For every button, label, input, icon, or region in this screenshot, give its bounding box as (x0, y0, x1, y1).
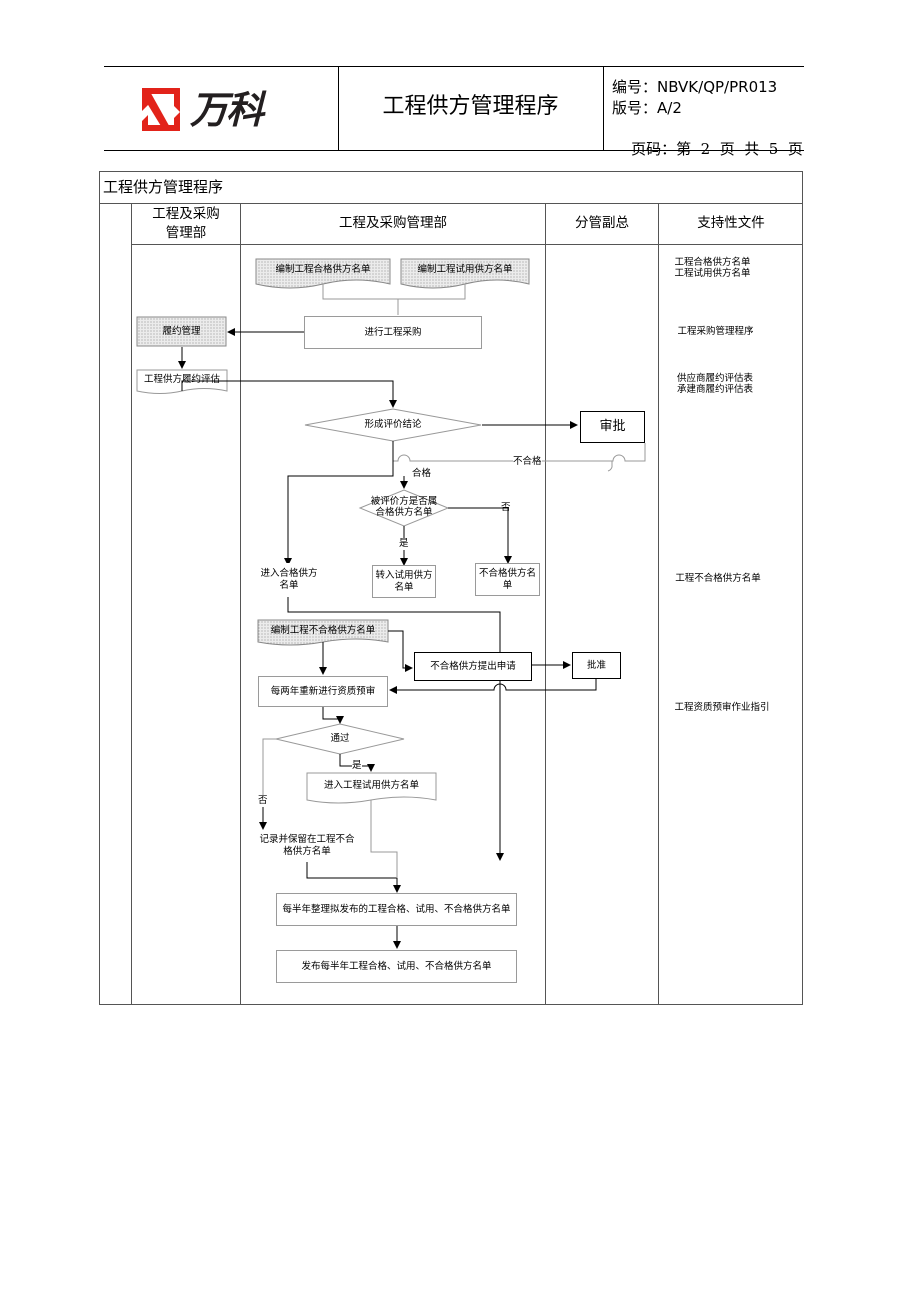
section-title: 工程供方管理程序 (103, 178, 224, 196)
qualified-label: 合格 (412, 468, 432, 480)
unqualified-label: 不合格 (513, 456, 542, 468)
enter-qualified-box: 进入合格供方 名单 (257, 563, 321, 597)
half-year-compile-box: 每半年整理拟发布的工程合格、试用、不合格供方名单 (276, 893, 517, 926)
contract-eval-label: 工程供方履约评估 (143, 374, 220, 385)
no-label: 否 (501, 502, 511, 513)
support-doc-unqualified: 工程不合格供方名单 (675, 573, 761, 584)
doc-qualified-shape (255, 258, 391, 289)
support-doc-lists: 工程合格供方名单 工程试用供方名单 (674, 257, 751, 279)
doc-trial-shape (400, 258, 530, 289)
pass-label: 通过 (330, 733, 350, 744)
enter-trial-label: 进入工程试用供方名单 (323, 780, 419, 791)
doc-trial-label: 编制工程试用供方名单 (417, 264, 513, 275)
column-header-support-docs: 支持性文件 (697, 215, 765, 231)
column-header-vp: 分管副总 (575, 215, 629, 231)
ratify-box: 批准 (572, 652, 621, 679)
version-number: 版号：A/2 (612, 99, 682, 117)
vanke-logo: 万科 (142, 85, 302, 135)
page-label: 页码： (631, 140, 677, 158)
contract-mgmt-label: 履约管理 (162, 326, 201, 337)
contract-mgmt-shape (136, 316, 227, 347)
yes2-label: 是 (352, 760, 362, 772)
procure-box: 进行工程采购 (304, 316, 482, 349)
doc-qualified-label: 编制工程合格供方名单 (275, 264, 371, 275)
doc-unqualified-shape (257, 619, 389, 646)
unqualified-list-box: 不合格供方名 单 (475, 563, 540, 596)
half-year-publish-box: 发布每半年工程合格、试用、不合格供方名单 (276, 950, 517, 983)
form-conclusion-diamond (304, 408, 482, 442)
page-number: 页码：第 2 页 共 5 页 (612, 119, 803, 179)
form-conclusion-label: 形成评价结论 (364, 419, 422, 430)
document-title: 工程供方管理程序 (382, 94, 559, 119)
unqualified-apply-box: 不合格供方提出申请 (414, 652, 532, 681)
support-doc-eval-forms: 供应商履约评估表 承建商履约评估表 (676, 373, 753, 395)
column-header-dept-main: 工程及采购管理部 (339, 215, 447, 231)
column-header-dept: 工程及采购 管理部 (152, 206, 220, 241)
no2-label: 否 (258, 795, 268, 807)
support-doc-prequal: 工程资质预审作业指引 (674, 702, 770, 713)
vanke-logo-icon (142, 88, 180, 131)
record-keep-box: 记录并保留在工程不合 格供方名单 (258, 830, 356, 862)
in-list-question: 被评价方是否属 合格供方名单 (370, 496, 438, 518)
doc-unqualified-label: 编制工程不合格供方名单 (270, 625, 376, 636)
enter-trial-shape (306, 772, 437, 804)
doc-number: 编号：NBVK/QP/PR013 (612, 78, 778, 96)
page-info: 第 2 页 共 5 页 (676, 140, 803, 158)
approve-box: 审批 (580, 411, 645, 443)
logo-wordmark: 万科 (190, 88, 264, 132)
reprequal-box: 每两年重新进行资质预审 (258, 676, 388, 707)
yes-label: 是 (399, 538, 409, 550)
pass-diamond (275, 723, 405, 755)
to-trial-box: 转入试用供方 名单 (372, 565, 436, 598)
support-doc-procurement: 工程采购管理程序 (677, 326, 754, 337)
